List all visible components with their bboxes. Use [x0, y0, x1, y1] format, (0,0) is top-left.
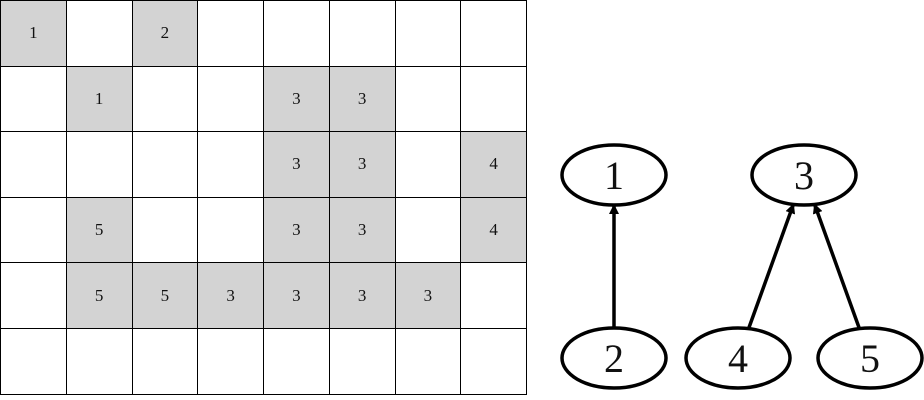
edge-4-to-3: [746, 203, 796, 330]
tree-node-2: 2: [560, 326, 668, 390]
grid-cell: [395, 197, 462, 264]
edge-5-to-3: [812, 203, 862, 330]
grid-cell: 3: [329, 197, 396, 264]
node-label: 5: [860, 336, 880, 381]
grid-cell: 2: [132, 1, 199, 67]
grid-cell: [1, 132, 67, 198]
grid-cell: [264, 1, 330, 67]
node-ellipse: [816, 326, 924, 390]
node-label: 3: [794, 153, 814, 198]
tree-node-3: 3: [750, 143, 858, 207]
tree-node-5: 5: [816, 326, 924, 390]
union-find-forest: 1 2 3 4 5: [560, 143, 924, 390]
grid-cell: [198, 1, 264, 67]
grid-cell: [395, 66, 462, 133]
grid-cell: [1, 66, 67, 133]
grid-cell: 3: [198, 263, 264, 329]
tree-node-1: 1: [560, 143, 668, 207]
grid-cell: [66, 1, 133, 67]
grid-cell: [461, 328, 527, 395]
grid-cell: 4: [461, 132, 527, 198]
grid-cell: [1, 263, 67, 329]
node-label: 2: [604, 336, 624, 381]
grid-cell: [66, 328, 133, 395]
grid-cell: [198, 328, 264, 395]
grid-cell: 1: [1, 1, 67, 67]
node-ellipse: [750, 143, 858, 207]
grid-cell: 1: [66, 66, 133, 133]
grid-cell: 3: [264, 263, 330, 329]
grid-cell: 3: [395, 263, 462, 329]
grid-cell: [198, 66, 264, 133]
node-label: 1: [604, 153, 624, 198]
grid-cell: [461, 66, 527, 133]
grid-cell: [329, 328, 396, 395]
grid-cell: [395, 132, 462, 198]
grid-cell: 3: [329, 263, 396, 329]
grid-cell: [1, 328, 67, 395]
grid-cell: 5: [66, 197, 133, 264]
grid-cell: [461, 1, 527, 67]
grid-cell: 5: [132, 263, 199, 329]
grid-cell: [329, 1, 396, 67]
node-label: 4: [728, 336, 748, 381]
grid-cell: 3: [264, 66, 330, 133]
grid-cell: [132, 197, 199, 264]
tree-node-4: 4: [684, 326, 792, 390]
grid-cell: [395, 1, 462, 67]
grid-cell: [66, 132, 133, 198]
grid-cell: [198, 132, 264, 198]
grid-cell: 3: [264, 132, 330, 198]
grid-cell: 5: [66, 263, 133, 329]
node-ellipse: [560, 143, 668, 207]
grid-cell: [198, 197, 264, 264]
grid-cell: 3: [329, 132, 396, 198]
node-ellipse: [684, 326, 792, 390]
grid-cell: [132, 132, 199, 198]
grid-cell: [132, 328, 199, 395]
grid-cell: [1, 197, 67, 264]
grid-cell: [395, 328, 462, 395]
grid-cell: [132, 66, 199, 133]
grid-cell: 4: [461, 197, 527, 264]
grid-cell: 3: [329, 66, 396, 133]
grid-cell: [461, 263, 527, 329]
grid-cell: [264, 328, 330, 395]
grid-cell: 3: [264, 197, 330, 264]
node-ellipse: [560, 326, 668, 390]
